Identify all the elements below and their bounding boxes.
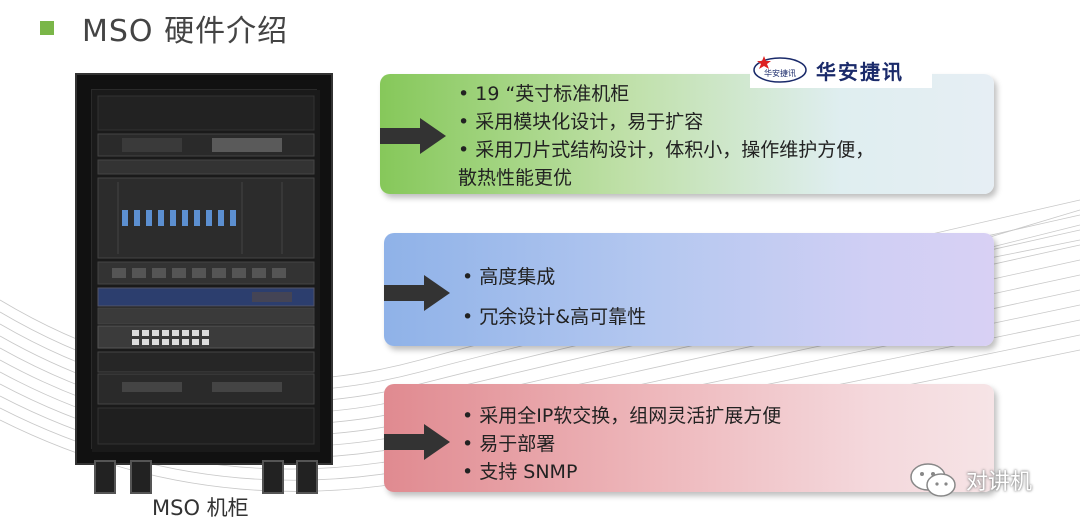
title-bullet-square xyxy=(40,21,54,35)
rack-foot-left-2 xyxy=(130,460,152,494)
title-row: MSO 硬件介绍 xyxy=(40,6,288,50)
bullet-item: • 高度集成 xyxy=(462,266,556,288)
arrow-right-icon xyxy=(380,118,446,154)
logo-emblem-icon xyxy=(753,56,807,83)
bullet-item: • 易于部署 xyxy=(462,433,556,455)
bullet-item: • 采用全IP软交换，组网灵活扩展方便 xyxy=(462,405,782,427)
rack-interior xyxy=(91,89,320,452)
bullet-list: • 19 “英寸标准机柜 • 采用模块化设计，易于扩容 • 采用刀片式结构设计，… xyxy=(458,80,874,192)
bullet-item: • 冗余设计&高可靠性 xyxy=(462,306,647,328)
arrow-right-icon xyxy=(384,424,450,460)
company-logo: 华安捷讯 华安捷讯 xyxy=(750,50,932,88)
feature-panel-integration: • 高度集成 • 冗余设计&高可靠性 xyxy=(384,233,994,346)
bullet-item: 散热性能更优 xyxy=(458,167,573,189)
page-title: MSO 硬件介绍 xyxy=(82,14,289,49)
logo-small-text: 华安捷讯 xyxy=(764,69,796,78)
rack-foot-right-2 xyxy=(296,460,318,494)
bullet-list: • 高度集成 • 冗余设计&高可靠性 xyxy=(462,257,646,337)
rack-caption: MSO 机柜 xyxy=(152,496,249,520)
bullet-item: • 采用模块化设计，易于扩容 xyxy=(458,111,704,133)
rack-foot-right xyxy=(262,460,284,494)
rack-equipment-graphic xyxy=(92,90,320,452)
feature-panel-cabinet: • 19 “英寸标准机柜 • 采用模块化设计，易于扩容 • 采用刀片式结构设计，… xyxy=(380,74,994,194)
bullet-item: • 采用刀片式结构设计，体积小，操作维护方便， xyxy=(458,139,875,161)
logo-text: 华安捷讯 xyxy=(816,60,904,84)
rack-foot-left xyxy=(94,460,116,494)
watermark: 对讲机 xyxy=(908,460,1032,500)
watermark-text: 对讲机 xyxy=(966,470,1033,495)
wechat-icon xyxy=(910,463,956,497)
bullet-item: • 支持 SNMP xyxy=(462,461,578,483)
feature-panel-softswitch: • 采用全IP软交换，组网灵活扩展方便 • 易于部署 • 支持 SNMP xyxy=(384,384,994,492)
rack-cabinet-image xyxy=(75,73,333,465)
bullet-list: • 采用全IP软交换，组网灵活扩展方便 • 易于部署 • 支持 SNMP xyxy=(462,402,781,486)
bullet-item: • 19 “英寸标准机柜 xyxy=(458,83,630,105)
arrow-right-icon xyxy=(384,275,450,311)
